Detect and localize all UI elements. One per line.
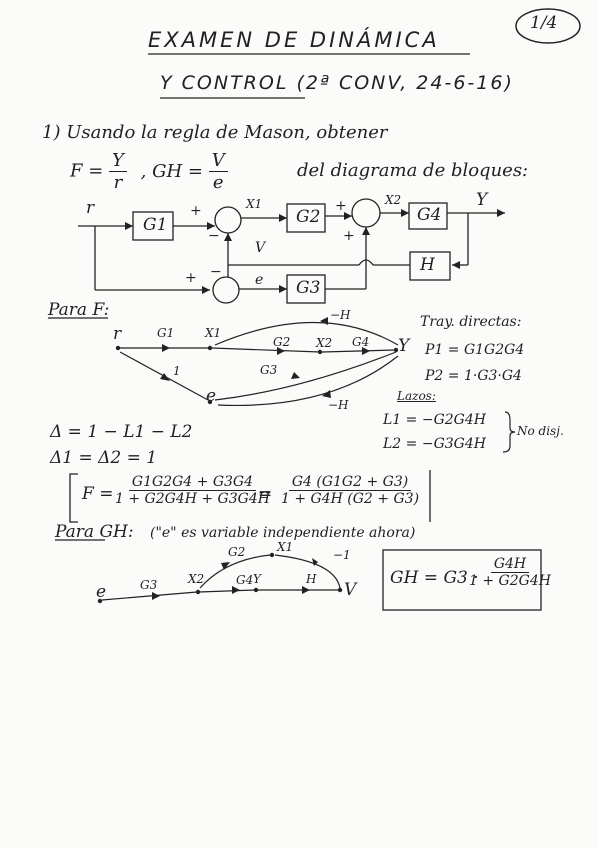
sfg-gh-branch-minus-one: −1 [333, 548, 351, 562]
bd-block-g3-label: G3 [296, 278, 321, 298]
sfg-f-branch-g3: G3 [260, 363, 278, 377]
bd-block-g2-label: G2 [296, 207, 321, 227]
section-gh-note: ("e" es variable independiente ahora) [150, 525, 416, 541]
sfg-gh-branch-g4: G4 [236, 573, 254, 587]
path-p2: P2 = 1·G3·G4 [425, 368, 522, 384]
section-gh-heading: Para GH: [55, 522, 134, 542]
sfg-f-branch-g4: G4 [352, 335, 370, 349]
bd-label-x2: X2 [385, 193, 402, 207]
problem-statement: 1) Usando la regla de Mason, obtener [42, 122, 388, 143]
page-number: 1/4 [530, 13, 558, 33]
delta-formula: Δ = 1 − L1 − L2 [50, 422, 193, 442]
sfg-f-branch-one: 1 [173, 364, 181, 378]
bd-block-h-label: H [420, 255, 435, 275]
bd-label-v: V [255, 240, 266, 256]
sfg-gh-branch-g2: G2 [228, 545, 246, 559]
problem-statement-end: del diagrama de bloques: [297, 160, 529, 181]
problem-definitions: F = Y r , GH = V e [70, 150, 228, 193]
f-result-den1: 1 + G2G4H + G3G4H [115, 491, 270, 507]
sfg-f-branch-top: −H [330, 308, 351, 322]
loops-title: Lazos: [397, 389, 436, 403]
section-f-heading: Para F: [48, 300, 110, 320]
bd-block-g4-label: G4 [417, 205, 442, 225]
f-def-fraction: Y r [109, 150, 127, 193]
sfg-f-node-x2: X2 [316, 336, 333, 350]
sfg-gh-node-x2: X2 [188, 572, 205, 586]
bd-block-g1-label: G1 [143, 215, 168, 235]
f-result-fraction-1: G1G2G4 + G3G4 1 + G2G4H + G3G4H [112, 474, 273, 507]
bd-sign-3: + [335, 198, 347, 214]
loop-l1: L1 = −G2G4H [383, 412, 486, 428]
delta-k-formula: Δ1 = Δ2 = 1 [50, 448, 158, 468]
page-number-circle [515, 8, 581, 44]
loops-note: No disj. [517, 424, 564, 438]
bd-label-e: e [255, 272, 264, 288]
sfg-f-branch-g2: G2 [273, 335, 291, 349]
paths-title: Tray. directas: [420, 314, 522, 330]
bd-label-r: r [86, 198, 95, 218]
result-box-f [69, 470, 431, 523]
sfg-f-node-y: Y [398, 336, 410, 356]
f-result-eq: = [258, 484, 273, 504]
path-p1: P1 = G1G2G4 [425, 342, 525, 358]
page-title-line2: Y CONTROL (2ª CONV, 24-6-16) [160, 72, 514, 94]
bd-label-x1: X1 [246, 197, 263, 211]
sfg-f-node-x1: X1 [205, 326, 222, 340]
sfg-gh-branch-g3: G3 [140, 578, 158, 592]
signal-flow-graph-f [118, 321, 399, 407]
gh-def-fraction: V e [208, 150, 228, 193]
block-diagram-arrows [125, 209, 505, 294]
f-def-lhs: F = [70, 160, 104, 182]
gh-result-den: 1 + G2G4H [469, 573, 551, 589]
sfg-f-branch-g1: G1 [157, 326, 175, 340]
sfg-f-node-r: r [113, 324, 122, 344]
sfg-gh-nodes [97, 552, 343, 604]
gh-result-fraction: G4H 1 + G2G4H [466, 556, 554, 589]
bd-sign-6: − [210, 264, 222, 280]
sum-junction-2 [351, 198, 381, 228]
sfg-gh-branch-h: H [306, 572, 317, 586]
gh-def-lhs: , GH = [140, 160, 203, 182]
page-title-line1: EXAMEN DE DINÁMICA [148, 28, 440, 52]
bd-sign-2: − [208, 228, 220, 244]
sfg-f-node-e: e [206, 386, 217, 406]
f-result-den2: 1 + G4H (G2 + G3) [281, 491, 420, 507]
sfg-gh-node-e: e [96, 582, 107, 602]
bd-sign-4: + [343, 228, 355, 244]
sfg-f-nodes [115, 317, 399, 405]
sfg-gh-node-y: Y [253, 572, 261, 586]
gh-result-num: G4H [490, 556, 530, 573]
result-box-gh [382, 549, 542, 611]
f-result-fraction-2: G4 (G1G2 + G3) 1 + G4H (G2 + G3) [278, 474, 422, 507]
bd-sign-1: + [190, 203, 202, 219]
f-result-lhs: F = [82, 484, 114, 504]
sfg-gh-node-x1: X1 [277, 540, 294, 554]
bd-sign-5: + [185, 270, 197, 286]
gh-result-lhs: GH = G3 · [390, 568, 479, 588]
bd-label-y: Y [476, 190, 488, 210]
sfg-f-branch-bottom: −H [328, 398, 349, 412]
f-result-num2: G4 (G1G2 + G3) [288, 474, 412, 491]
sfg-gh-node-v: V [344, 580, 357, 600]
block-g4 [408, 202, 448, 230]
f-result-num1: G1G2G4 + G3G4 [128, 474, 257, 491]
block-h [409, 251, 451, 281]
signal-flow-graph-gh [101, 554, 341, 601]
loop-l2: L2 = −G3G4H [383, 436, 486, 452]
sum-junction-3 [212, 276, 240, 304]
